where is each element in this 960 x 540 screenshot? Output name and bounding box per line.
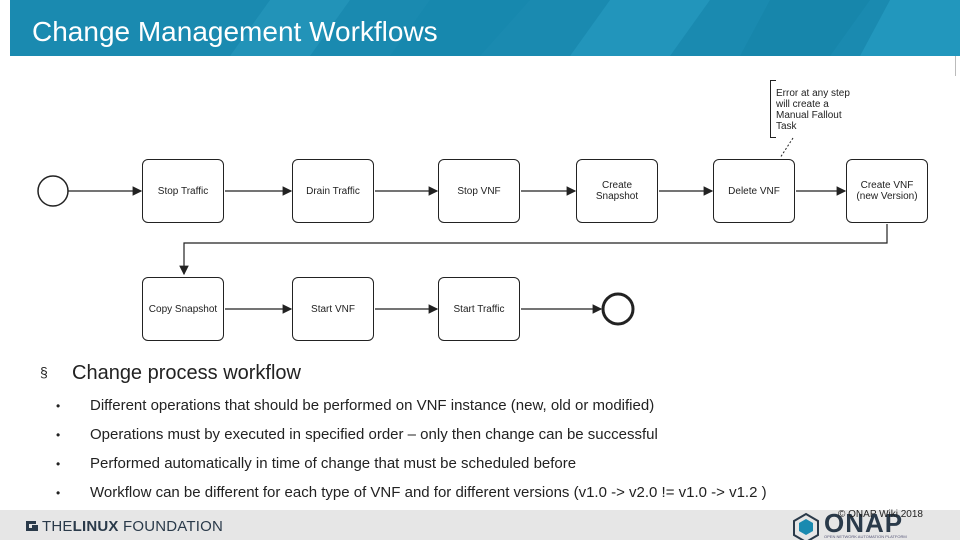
bullet-item: • Operations must by executed in specifie… bbox=[56, 426, 658, 443]
node-create-vnf: Create VNF (new Version) bbox=[846, 159, 928, 223]
bullet-item: • Workflow can be different for each type… bbox=[56, 484, 767, 501]
bullet-marker: • bbox=[56, 457, 61, 471]
workflow-diagram: Stop Traffic Drain Traffic Stop VNF Crea… bbox=[37, 80, 928, 341]
bullet-item: • Performed automatically in time of chan… bbox=[56, 455, 576, 472]
node-create-snapshot: Create Snapshot bbox=[576, 159, 658, 223]
bullet-marker: • bbox=[56, 428, 61, 442]
bullet-item: • Different operations that should be per… bbox=[56, 397, 654, 414]
node-stop-vnf: Stop VNF bbox=[438, 159, 520, 223]
connector bbox=[179, 224, 888, 276]
linux-foundation-icon bbox=[26, 521, 38, 531]
bullet-text: Performed automatically in time of chang… bbox=[90, 455, 577, 472]
node-start-traffic: Start Traffic bbox=[438, 277, 520, 341]
linux-foundation-wordmark: THELINUX FOUNDATION bbox=[42, 517, 224, 535]
bullet-marker: • bbox=[56, 486, 61, 500]
note-bracket bbox=[770, 80, 776, 138]
banner-pattern bbox=[230, 0, 960, 56]
bullet-text: Operations must by executed in specified… bbox=[90, 426, 658, 443]
node-stop-traffic: Stop Traffic bbox=[142, 159, 224, 223]
node-delete-vnf: Delete VNF bbox=[713, 159, 795, 223]
onap-tagline: OPEN NETWORK AUTOMATION PLATFORM bbox=[824, 534, 907, 539]
start-event bbox=[37, 175, 69, 207]
bullet-marker: • bbox=[56, 399, 61, 413]
error-note: Error at any step will create a Manual F… bbox=[776, 88, 850, 132]
onap-logo-icon bbox=[793, 512, 819, 540]
bullet-text: Workflow can be different for each type … bbox=[90, 484, 767, 501]
section-heading: § Change process workflow bbox=[40, 362, 301, 385]
title-banner: Change Management Workflows bbox=[10, 0, 960, 76]
page-title: Change Management Workflows bbox=[32, 16, 438, 47]
heading-marker: § bbox=[40, 364, 48, 380]
left-margin bbox=[0, 0, 10, 76]
end-event bbox=[601, 292, 635, 326]
header-underlay bbox=[0, 56, 960, 76]
node-start-vnf: Start VNF bbox=[292, 277, 374, 341]
onap-wordmark: ONAP bbox=[824, 508, 904, 538]
bullet-text: Different operations that should be perf… bbox=[90, 397, 655, 414]
note-connector bbox=[779, 137, 794, 159]
node-copy-snapshot: Copy Snapshot bbox=[142, 277, 224, 341]
right-border bbox=[955, 56, 956, 76]
node-drain-traffic: Drain Traffic bbox=[292, 159, 374, 223]
workflow-connectors bbox=[37, 137, 888, 326]
heading-text: Change process workflow bbox=[72, 362, 301, 384]
copyright-text: © ONAP Wiki 2018 bbox=[838, 509, 923, 520]
linux-foundation-logo: THELINUX FOUNDATION bbox=[26, 516, 223, 536]
